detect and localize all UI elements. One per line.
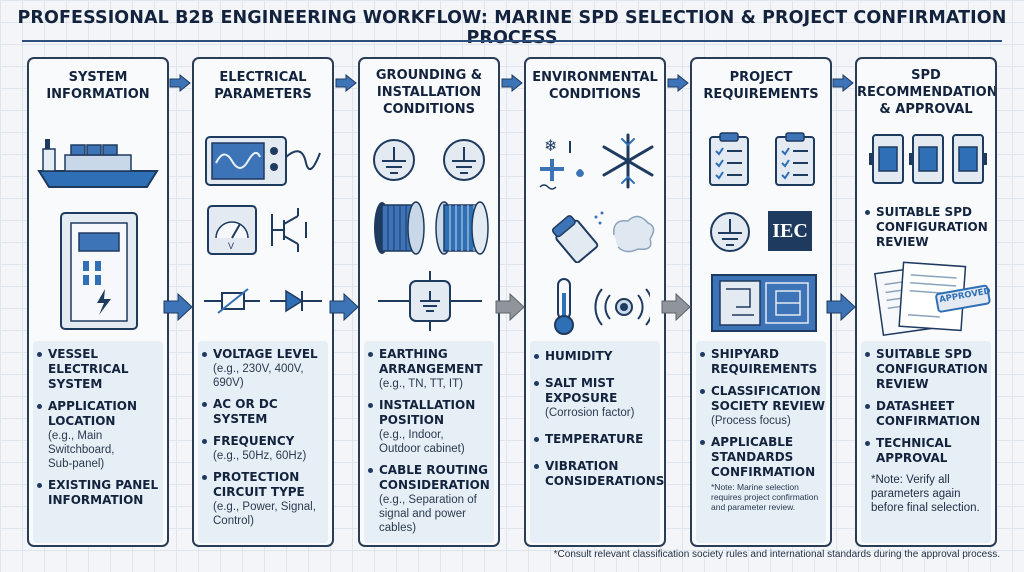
list-item: INSTALLATION POSITION (e.g., Indoor, Out… xyxy=(368,398,494,456)
details-background xyxy=(33,341,163,543)
arrow-right-icon xyxy=(169,74,191,92)
cable-reel-icon xyxy=(374,201,489,255)
list-item: FREQUENCY (e.g., 50Hz, 60Hz) xyxy=(202,434,328,463)
diode-symbol-icon xyxy=(270,289,322,313)
list-item: EARTHING ARRANGEMENT (e.g., TN, TT, IT) xyxy=(368,347,494,391)
svg-text:V: V xyxy=(228,241,234,251)
detail-list: VESSEL ELECTRICAL SYSTEM APPLICATION LOC… xyxy=(37,347,163,515)
list-item: TECHNICAL APPROVAL xyxy=(865,436,991,466)
blueprint-icon xyxy=(711,274,817,332)
details-background xyxy=(198,341,328,543)
panel-heading: SYSTEM INFORMATION xyxy=(46,70,150,102)
panel-heading: ENVIRONMENTAL CONDITIONS xyxy=(532,70,658,102)
panel-system-information: SYSTEM INFORMATION VESSEL ELECTRICAL SYS… xyxy=(27,57,169,547)
panel-project-requirements: PROJECT REQUIREMENTS IEC SHIPYARD REQUIR… xyxy=(690,57,832,547)
blue-cable-reel-icon xyxy=(435,201,489,255)
verification-note: *Note: Verify all parameters again befor… xyxy=(871,474,980,514)
checklist-icon xyxy=(709,132,815,186)
list-item: PROTECTION CIRCUIT TYPE (e.g., Power, Si… xyxy=(202,470,328,528)
voltmeter-icon: V xyxy=(207,205,307,255)
humidity-icon: ❄ xyxy=(539,133,654,190)
panel-electrical-parameters: ELECTRICAL PARAMETERS V VOLTAGE LEVEL xyxy=(192,57,334,547)
switchboard-panel-icon xyxy=(60,212,138,330)
list-item: HUMIDITY xyxy=(534,349,660,364)
arrow-right-icon xyxy=(335,74,357,92)
arrow-right-icon xyxy=(163,293,193,321)
details-background xyxy=(861,341,991,543)
arrow-right-icon xyxy=(667,74,689,92)
list-item: EXISTING PANEL INFORMATION xyxy=(37,478,163,508)
list-item: APPLICABLE STANDARDS CONFIRMATION *Note:… xyxy=(700,435,826,512)
circuit-switch-icon xyxy=(271,208,307,252)
list-item: SUITABLE SPD CONFIGURATION REVIEW xyxy=(865,205,991,250)
spd-module-icon xyxy=(869,134,987,184)
approved-documents-icon xyxy=(874,261,991,337)
list-item: SHIPYARD REQUIREMENTS xyxy=(700,347,826,377)
list-item: CLASSIFICATION SOCIETY REVIEW (Process f… xyxy=(700,384,826,428)
varistor-symbol-icon xyxy=(204,288,322,314)
panel-environmental-conditions: ENVIRONMENTAL CONDITIONS ❄ xyxy=(524,57,666,547)
ship-icon xyxy=(37,139,159,188)
details-background xyxy=(364,341,494,543)
title-divider xyxy=(22,40,1002,42)
top-review-item: SUITABLE SPD CONFIGURATION REVIEW xyxy=(865,205,991,257)
list-item: VOLTAGE LEVEL (e.g., 230V, 400V, 690V) xyxy=(202,347,328,390)
panel-grounding-installation: GROUNDING & INSTALLATION CONDITIONS xyxy=(358,57,500,547)
oscilloscope-icon xyxy=(205,136,321,186)
detail-list: EARTHING ARRANGEMENT (e.g., TN, TT, IT) … xyxy=(368,347,494,542)
page-title: PROFESSIONAL B2B ENGINEERING WORKFLOW: M… xyxy=(17,8,1007,48)
panel-heading: SPD RECOMMENDATION & APPROVAL xyxy=(857,68,997,117)
salt-shaker-icon xyxy=(551,211,655,263)
arrow-right-gray-icon xyxy=(661,293,691,321)
list-item: VIBRATION CONSIDERATIONS xyxy=(534,459,664,489)
panel-heading: PROJECT REQUIREMENTS xyxy=(703,70,819,102)
protective-earth-icon xyxy=(443,139,485,181)
panel-spd-recommendation: SPD RECOMMENDATION & APPROVAL SUITABLE S… xyxy=(855,57,997,547)
vibration-icon xyxy=(594,288,650,326)
junction-box-icon xyxy=(378,271,482,331)
details-background xyxy=(696,341,826,543)
arrow-right-icon xyxy=(501,74,523,92)
list-item: SUITABLE SPD CONFIGURATION REVIEW xyxy=(865,347,991,392)
footnote: *Consult relevant classification society… xyxy=(553,549,1000,560)
panel-heading: ELECTRICAL PARAMETERS xyxy=(214,70,312,102)
detail-list: HUMIDITY SALT MIST EXPOSURE (Corrosion f… xyxy=(534,349,664,496)
list-item: CABLE ROUTING CONSIDERATION (e.g., Separ… xyxy=(368,463,494,535)
arrow-right-icon xyxy=(832,74,854,92)
list-item: SALT MIST EXPOSURE (Corrosion factor) xyxy=(534,376,660,420)
arrow-right-icon xyxy=(329,293,359,321)
list-item: VESSEL ELECTRICAL SYSTEM xyxy=(37,347,163,392)
ground-symbol-icon xyxy=(710,212,750,252)
details-background xyxy=(530,341,660,543)
ground-symbol-icon xyxy=(373,139,485,181)
arrow-right-gray-icon xyxy=(495,293,525,321)
list-item: DATASHEET CONFIRMATION xyxy=(865,399,991,429)
thermometer-icon xyxy=(554,278,650,335)
svg-text:❄: ❄ xyxy=(544,136,557,155)
list-item: APPLICATION LOCATION (e.g., Main Switchb… xyxy=(37,399,163,471)
list-item: AC OR DC SYSTEM xyxy=(202,397,328,427)
detail-list: SHIPYARD REQUIREMENTS CLASSIFICATION SOC… xyxy=(700,347,826,519)
arrow-right-icon xyxy=(826,293,856,321)
detail-list: SUITABLE SPD CONFIGURATION REVIEW DATASH… xyxy=(865,347,991,515)
detail-list: VOLTAGE LEVEL (e.g., 230V, 400V, 690V) A… xyxy=(202,347,328,535)
snowflake-icon xyxy=(602,133,654,189)
list-item: TEMPERATURE xyxy=(534,432,660,447)
panel-heading: GROUNDING & INSTALLATION CONDITIONS xyxy=(375,68,483,117)
iec-logo-icon: IEC xyxy=(768,211,812,251)
